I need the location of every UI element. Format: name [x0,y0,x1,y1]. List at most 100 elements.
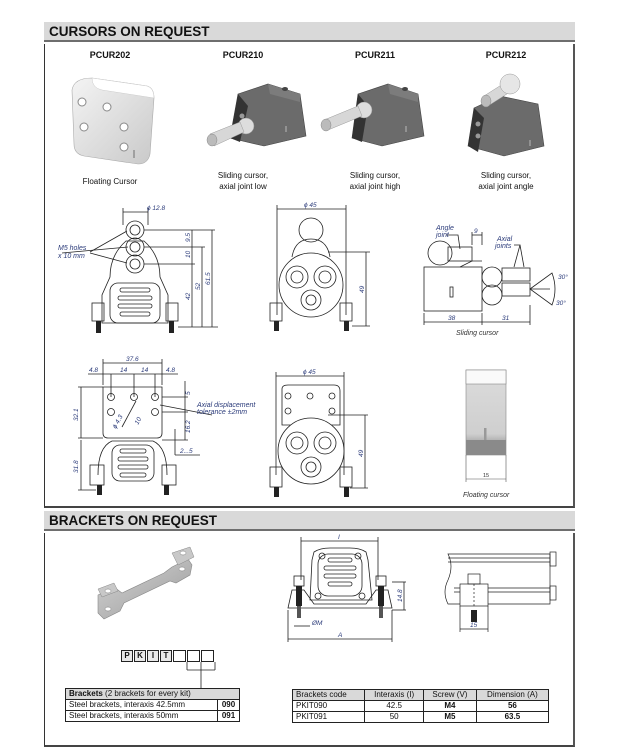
code-letter-p: P [121,650,133,662]
cell-dimension: 56 [475,700,550,712]
code-letter-t: T [160,650,172,662]
dim-14-left: 14 [120,367,128,374]
dim-49: 49 [359,285,366,293]
label-angle-joint: joint [435,232,450,239]
floating-cursor-image [71,77,155,165]
code-slot-2 [187,650,200,662]
desc-line: axial joint angle [478,182,534,191]
cell-code: PKIT090 [291,700,366,712]
dim-15-bracket: 15 [470,622,478,629]
code-connector-lines [186,662,216,688]
dim-2-5: 2...5 [179,448,193,455]
caption-floating-cursor: Floating cursor [463,492,510,499]
label-axial-joints: joints [494,243,512,250]
dim-31-8: 31.8 [73,460,80,473]
kit-row-code: 090 [217,699,240,711]
pcur212-image [467,73,545,157]
dim-4-8-left: 4.8 [89,367,98,374]
dim-14-8: 14.8 [397,589,404,602]
code-slot-3 [201,650,214,662]
dim-61-5: 61.5 [205,272,212,285]
front-view-drawing: ϕ 12.8 M5 holes x 10 mm 9.5 10 42 52 61.… [57,205,218,333]
dim-31: 31 [502,315,510,322]
dim-diameter-45-plate: ϕ 45 [303,369,316,376]
dim-a: A [337,632,342,639]
dim-49-plate: 49 [358,449,365,457]
col-header: Brackets code [291,689,366,701]
dim-diameter-12-8: ϕ 12.8 [147,205,165,212]
kit-table-header-cell: Brackets (2 brackets for every kit) [65,688,240,700]
dim-hole-10: 10 [134,416,144,426]
plate-ball-view-drawing: ϕ 45 49 [269,369,368,497]
floating-cursor-side-drawing: 15 Floating cursor [463,369,510,499]
desc-line: axial joint high [349,182,401,191]
cursors-section-box [44,44,575,508]
pcur211-image [320,83,425,147]
dim-15-floating: 15 [483,473,489,479]
kit-row-label: Steel brackets, interaxis 42.5mm [65,699,218,711]
dim-angle-30-top: 30° [558,273,568,281]
code-letter-k: K [134,650,146,662]
dim-diameter-45: ϕ 45 [304,202,317,209]
code-letter-i: I [147,650,159,662]
cell-screw: M5 [423,711,477,723]
note-axial-displacement: Axial displacement [196,402,256,409]
bracket-image [97,546,195,620]
product-desc-pcur202: Floating Cursor [50,176,170,187]
kit-row-label: Steel brackets, interaxis 50mm [65,710,218,722]
cell-interaxis: 42.5 [364,700,425,712]
note-m5-holes: M5 holes [58,245,87,252]
cursors-section-title: CURSORS ON REQUEST [44,22,575,42]
note-x10mm: x 10 mm [57,253,85,260]
label-angle: Angle [435,225,454,232]
table-row: Steel brackets, interaxis 42.5mm 090 [65,699,240,711]
desc-line: axial joint low [219,182,267,191]
dim-5: 5 [185,391,192,395]
dim-angle-30-bottom: 30° [556,299,566,307]
col-header: Screw (V) [423,689,477,701]
caption-sliding-cursor: Sliding cursor [456,330,499,337]
pcur210-image [206,83,307,147]
bracket-front-drawing: I ØM A 14.8 [287,534,406,642]
spec-table-header: Brackets code Interaxis (I) Screw (V) Di… [291,689,550,701]
dim-14-right: 14 [141,367,149,374]
dim-i: I [338,534,340,541]
cell-dimension: 63.5 [475,711,550,723]
dim-4-8-right: 4.8 [166,367,175,374]
dim-9-5: 9.5 [185,233,192,242]
dim-hole-4-3: ϕ 4.3 [112,414,125,430]
cell-interaxis: 50 [364,711,425,723]
table-row: Steel brackets, interaxis 50mm 091 [65,710,240,722]
plate-view-drawing: 37.6 4.8 14 14 4.8 ϕ 4.3 10 5 16.2 32.1 … [73,356,256,495]
desc-line: Floating Cursor [82,177,138,186]
side-view-drawing: Angle joint Axial joints 9 38 31 30° 30°… [423,225,568,337]
product-desc-pcur211: Sliding cursor, axial joint high [315,170,435,192]
product-code-pcur211: PCUR211 [354,50,396,60]
bracket-side-drawing: 15 [444,551,557,632]
col-header: Interaxis (I) [364,689,425,701]
order-code-boxes: P K I T [121,650,214,662]
cell-code: PKIT091 [291,711,366,723]
product-code-pcur212: PCUR212 [485,50,527,60]
front-ball-view-drawing: ϕ 45 49 [269,202,370,331]
kit-table-header: Brackets (2 brackets for every kit) [65,688,240,700]
dim-52: 52 [195,282,202,290]
dim-37-6: 37.6 [126,356,139,363]
kit-header-bold: Brackets [69,689,103,698]
dim-diameter-m: ØM [311,620,323,627]
label-axial: Axial [496,236,513,243]
product-code-pcur210: PCUR210 [222,50,264,60]
desc-line: Sliding cursor, [349,171,401,180]
dim-9: 9 [474,228,478,235]
dim-38: 38 [448,315,456,322]
product-code-pcur202: PCUR202 [89,50,131,60]
desc-line: Sliding cursor, [217,171,269,180]
product-desc-pcur210: Sliding cursor, axial joint low [183,170,303,192]
table-row: PKIT090 42.5 M4 56 [291,700,550,712]
cell-screw: M4 [423,700,477,712]
col-header: Dimension (A) [475,689,550,701]
table-row: PKIT091 50 M5 63.5 [291,711,550,723]
kit-row-code: 091 [217,710,240,722]
dim-42: 42 [185,292,192,300]
code-slot-1 [173,650,186,662]
